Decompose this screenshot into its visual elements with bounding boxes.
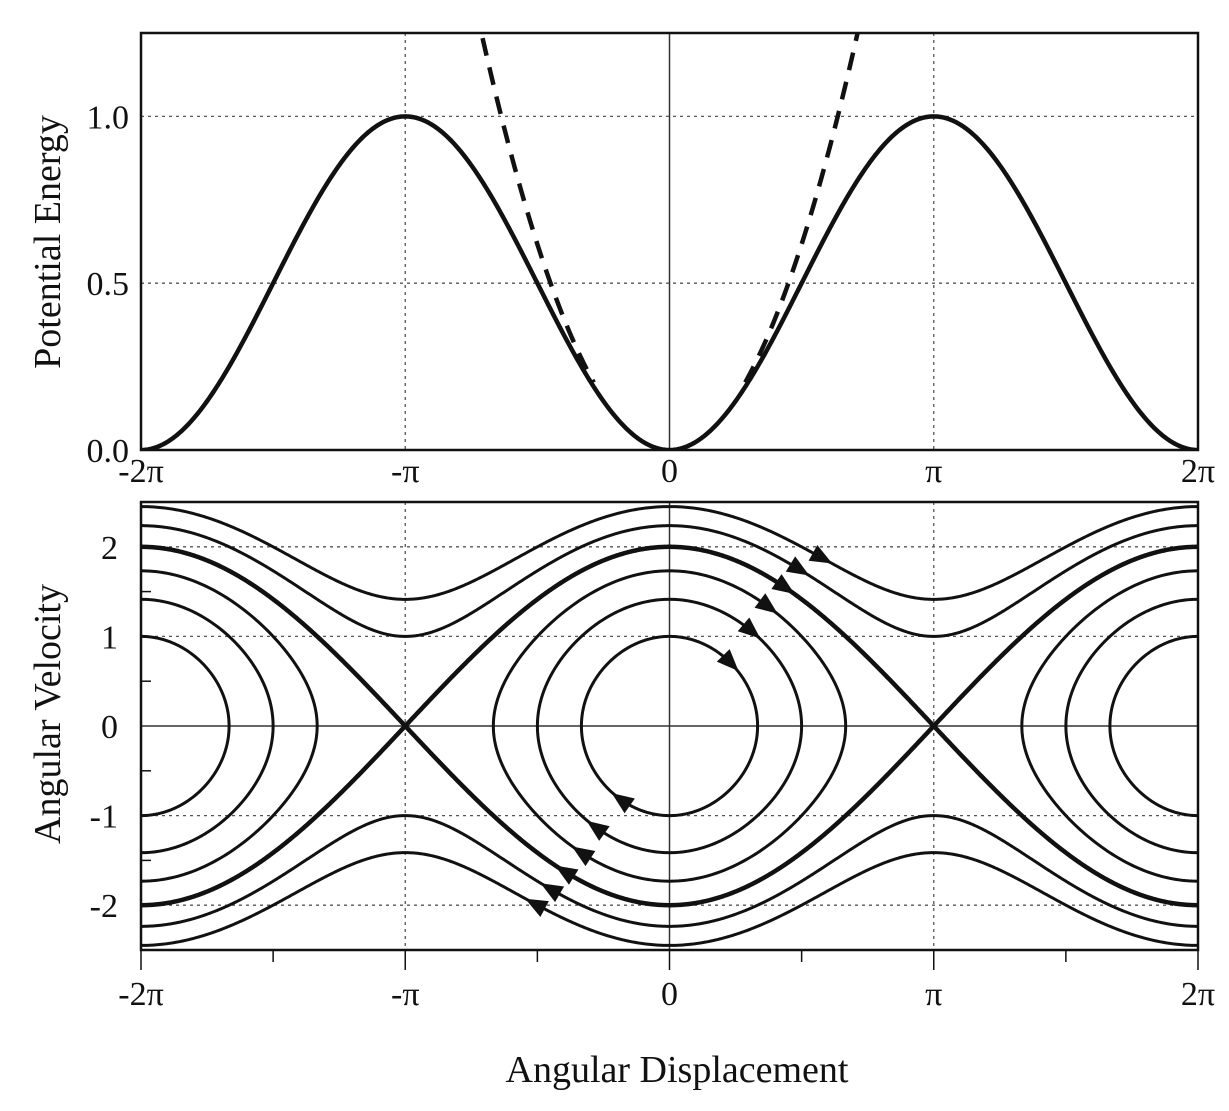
flow-arrows	[525, 545, 833, 918]
top-grid	[141, 33, 1198, 450]
x-axis-title: Angular Displacement	[506, 1049, 849, 1091]
small-angle-approximation-curve	[479, 33, 596, 384]
libration-orbit	[535, 597, 804, 855]
small-angle-approximation-curve	[743, 33, 860, 384]
x-tick-label: π	[925, 453, 942, 490]
phase-trajectories	[141, 505, 1198, 947]
rotation-orbit-lower	[141, 851, 1198, 947]
y-tick-label: 2	[101, 530, 118, 567]
libration-orbit	[579, 634, 760, 818]
flow-arrow-icon	[754, 593, 778, 614]
flow-arrow-icon	[716, 649, 739, 672]
y-tick-label: -2	[90, 888, 118, 925]
bottom-axis-ticks	[140, 590, 1199, 970]
separatrix-lower	[141, 722, 1198, 908]
rotation-orbit-upper	[141, 524, 1198, 638]
x-tick-label: 2π	[1181, 976, 1215, 1013]
bottom-grid	[141, 502, 1198, 950]
top-frame	[139, 31, 1200, 452]
y-tick-label: -1	[90, 799, 118, 836]
y-tick-label: 0.0	[87, 433, 130, 470]
flow-arrow-icon	[555, 865, 579, 885]
separatrix-upper	[141, 544, 1198, 730]
y-tick-label: 1	[101, 619, 118, 656]
y-tick-label: 0	[101, 709, 118, 746]
y-tick-label: 1.0	[87, 99, 130, 136]
flow-arrow-icon	[540, 883, 565, 903]
top-curves	[141, 33, 1198, 450]
bottom-y-axis-title: Angular Velocity	[27, 584, 69, 844]
x-tick-label: 0	[661, 976, 678, 1013]
top-y-axis-title: Potential Energy	[27, 115, 69, 369]
top-x-tick-labels: -2π -π 0 π 2π	[118, 453, 1215, 490]
libration-orbit	[1020, 569, 1198, 883]
libration-orbit	[141, 597, 275, 855]
flow-arrow-icon	[571, 846, 596, 867]
phase-portrait-panel: -2 -1 0 1 2 -2π -π 0 π 2π Angular Velocity Angul…	[27, 500, 1215, 1091]
x-tick-label: -2π	[118, 453, 164, 490]
x-tick-label: -π	[391, 453, 420, 490]
potential-curve	[141, 114, 1198, 450]
x-tick-label: 2π	[1181, 453, 1215, 490]
potential-energy-panel: 0.0 0.5 1.0 -2π -π 0 π 2π Potential Energy	[27, 31, 1215, 490]
libration-orbit	[1064, 597, 1198, 855]
top-y-tick-labels: 0.0 0.5 1.0	[87, 99, 130, 470]
libration-orbit	[1108, 634, 1198, 818]
y-tick-label: 0.5	[87, 266, 130, 303]
flow-arrow-icon	[785, 556, 810, 576]
flow-arrow-icon	[611, 793, 635, 814]
libration-orbit	[141, 569, 319, 883]
flow-arrow-icon	[808, 545, 833, 564]
x-tick-label: π	[925, 976, 942, 1013]
x-tick-label: 0	[661, 453, 678, 490]
flow-arrow-icon	[525, 898, 549, 918]
rotation-orbit-upper	[141, 505, 1198, 601]
bottom-y-tick-labels: -2 -1 0 1 2	[90, 530, 118, 925]
bottom-x-tick-labels: -2π -π 0 π 2π	[118, 976, 1215, 1013]
flow-arrow-icon	[586, 820, 610, 841]
flow-arrow-icon	[771, 574, 795, 594]
flow-arrow-icon	[737, 617, 761, 639]
libration-orbit	[491, 569, 848, 883]
x-tick-label: -π	[391, 976, 420, 1013]
libration-orbit	[141, 634, 231, 818]
rotation-orbit-lower	[141, 814, 1198, 928]
x-tick-label: -2π	[118, 976, 164, 1013]
